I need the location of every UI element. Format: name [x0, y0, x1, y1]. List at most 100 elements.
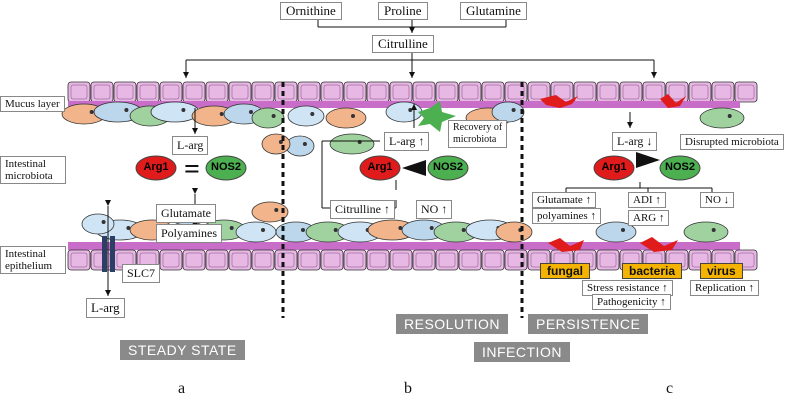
cell-inner — [254, 252, 272, 268]
microbe-nucleus — [301, 228, 305, 232]
cell-inner — [599, 84, 617, 100]
cell-inner — [576, 84, 594, 100]
mucosal-cell — [228, 249, 252, 271]
no-box-b: NO ↑ — [416, 200, 453, 219]
microbe-nucleus — [333, 228, 338, 232]
larg-box-b: L-arg ↑ — [384, 132, 430, 151]
replication-label: Replication ↑ — [690, 280, 759, 296]
cell-inner — [507, 252, 525, 268]
cell-inner — [530, 252, 548, 268]
panel-c-connectors — [565, 112, 713, 192]
recovery-label: Recovery of microbiota — [448, 120, 508, 148]
microbe-oval — [261, 133, 291, 155]
mucosal-cell — [159, 249, 183, 271]
bacteria-tag: bacteria — [622, 263, 683, 279]
microbe-nucleus — [271, 114, 276, 118]
nos2-label-a: NOS2 — [211, 161, 241, 173]
mucosal-cell — [481, 249, 505, 271]
panel-letter-b: b — [404, 380, 412, 397]
microbe-nucleus — [181, 108, 186, 112]
nos2-label-b: NOS2 — [433, 161, 463, 173]
infection-label: INFECTION — [474, 342, 570, 362]
cell-inner — [116, 84, 134, 100]
cell-inner — [553, 84, 571, 100]
microbe-oval — [251, 201, 289, 223]
arg1-label-c: Arg1 — [601, 161, 627, 173]
cell-inner — [185, 252, 203, 268]
mucosal-cell — [67, 249, 91, 271]
polyamines-box-c: polyamines ↑ — [532, 208, 601, 224]
cell-inner — [346, 252, 364, 268]
microbe-oval — [81, 213, 115, 235]
glutamate-box-c: Glutamate ↑ — [532, 192, 597, 208]
virus-tag: virus — [700, 263, 743, 279]
cell-inner — [185, 84, 203, 100]
cell-inner — [484, 252, 502, 268]
microbe-oval — [235, 221, 277, 243]
mucosal-cell — [389, 249, 413, 271]
ornithine-box: Ornithine — [280, 2, 342, 20]
mucosal-cell — [366, 249, 390, 271]
adi-box: ADI ↑ — [628, 192, 666, 208]
mucosal-cell — [274, 249, 298, 271]
cell-inner — [461, 252, 479, 268]
arg1-ellipse-a — [135, 155, 177, 181]
arg1-label-a: Arg1 — [143, 161, 169, 173]
microbe-nucleus — [429, 226, 434, 230]
pathogenicity-label: Pathogenicity ↑ — [592, 294, 671, 310]
cell-inner — [277, 252, 295, 268]
cell-inner — [369, 252, 387, 268]
microbe-oval — [287, 105, 325, 127]
microbe-oval — [495, 221, 533, 243]
cell-inner — [668, 84, 686, 100]
microbe-nucleus — [249, 110, 253, 114]
cell-inner — [208, 252, 226, 268]
cell-inner — [162, 84, 180, 100]
microbe-oval — [329, 133, 375, 155]
mucosal-cell — [320, 249, 344, 271]
microbe-nucleus — [398, 226, 403, 230]
cell-inner — [438, 84, 456, 100]
glutamate-box-a: Glutamate — [156, 204, 216, 223]
microbe-oval — [251, 107, 285, 129]
cell-inner — [714, 84, 732, 100]
microbe-nucleus — [511, 108, 516, 112]
microbe-oval — [595, 221, 637, 243]
microbe-oval — [683, 221, 729, 243]
larg-box-a: L-arg — [172, 136, 209, 155]
epithelium-label: Intestinal epithelium — [0, 246, 66, 274]
cell-inner — [323, 84, 341, 100]
microbe-nucleus — [727, 114, 732, 118]
cell-inner — [691, 84, 709, 100]
nos2-ellipse-c — [659, 155, 701, 181]
cell-inner — [254, 84, 272, 100]
arg1-ellipse-b — [359, 155, 401, 181]
mucosal-cell — [458, 249, 482, 271]
microbe-nucleus — [351, 114, 355, 118]
mucosal-cell — [435, 249, 459, 271]
microbe-nucleus — [408, 108, 413, 112]
arg1-ellipse-c — [593, 155, 635, 181]
equal-sign: = — [184, 154, 200, 185]
microbe-nucleus — [711, 228, 716, 232]
cell-inner — [599, 252, 617, 268]
cell-inner — [139, 84, 157, 100]
slc7-transporter-right — [110, 236, 115, 272]
cell-inner — [737, 252, 755, 268]
microbe-oval — [150, 101, 200, 123]
cell-inner — [70, 252, 88, 268]
disrupted-label: Disrupted microbiota — [680, 134, 784, 150]
nos2-ellipse-a — [205, 155, 247, 181]
cell-inner — [461, 84, 479, 100]
inhibition-arrow-b — [402, 160, 426, 176]
resolution-label: RESOLUTION — [396, 314, 509, 334]
microbe-nucleus — [621, 228, 625, 232]
cell-inner — [300, 84, 318, 100]
arg-box: ARG ↑ — [628, 210, 670, 226]
cell-inner — [162, 252, 180, 268]
cell-inner — [300, 252, 318, 268]
microbe-nucleus — [219, 112, 224, 116]
cell-inner — [530, 84, 548, 100]
cell-inner — [392, 252, 410, 268]
